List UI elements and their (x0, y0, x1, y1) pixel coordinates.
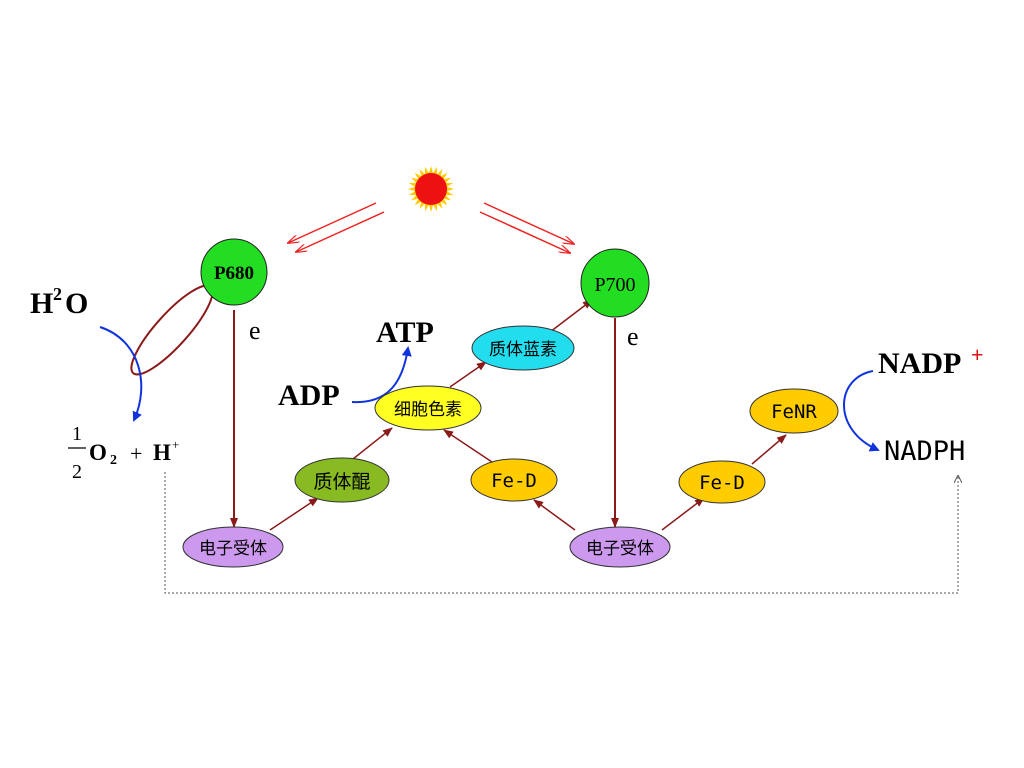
water-label: H 2 O (30, 284, 88, 320)
plastocyanin-node: 质体蓝素 (471, 325, 575, 371)
fenr-node: FeNR (749, 388, 839, 434)
oxygen-subscript: 2 (110, 453, 117, 468)
electron-acceptor-2-label: 电子受体 (586, 539, 654, 559)
nadp-text: NADP (878, 347, 961, 380)
light-arrows-right (479, 202, 574, 253)
ferredoxin-1-label: Fe-D (491, 470, 537, 492)
ferredoxin-node-2: Fe-D (678, 460, 766, 504)
proton-superscript: + (172, 437, 179, 452)
p680-label: P680 (214, 263, 254, 284)
electron-acceptor-1: 电子受体 (182, 526, 284, 568)
oxygen-o: O (89, 440, 107, 465)
light-arrows-left (288, 202, 385, 252)
cytochrome-node: 细胞色素 (374, 385, 482, 431)
nadp-reduction-arrow (843, 370, 880, 452)
plastoquinone-node: 质体醌 (294, 457, 390, 503)
half-denominator: 2 (72, 461, 82, 483)
plastoquinone-label: 质体醌 (313, 471, 370, 493)
adp-label: ADP (278, 379, 340, 412)
atp-label: ATP (376, 316, 434, 349)
fenr-label: FeNR (771, 401, 817, 423)
electron-acceptor-2: 电子受体 (569, 526, 671, 568)
oxygen-proton-label: 1 2 O 2 + H + (68, 423, 179, 483)
p700-node: P700 (580, 248, 650, 318)
nadp-label: NADP + (878, 342, 984, 380)
electron-label-2: e (627, 322, 639, 351)
p680-node: P680 (200, 238, 268, 306)
half-numerator: 1 (72, 423, 82, 445)
atp-synthesis-arrow (351, 346, 412, 404)
sun-icon (408, 166, 454, 212)
nadph-label: NADPH (884, 436, 965, 467)
nadp-superscript: + (971, 342, 984, 367)
ferredoxin-node-1: Fe-D (470, 458, 558, 502)
electron-label-1: e (249, 316, 261, 345)
water-superscript: 2 (53, 284, 62, 304)
water-o: O (65, 287, 88, 320)
ferredoxin-2-label: Fe-D (699, 472, 745, 494)
plus-sign: + (130, 441, 142, 466)
proton-h: H (153, 440, 171, 465)
cytochrome-label: 细胞色素 (394, 400, 462, 420)
water-oxidation-arrow (99, 326, 143, 422)
p700-label: P700 (594, 274, 635, 296)
water-h: H (30, 287, 53, 320)
electron-acceptor-1-label: 电子受体 (199, 539, 267, 559)
chain-arrows (269, 299, 787, 531)
plastocyanin-label: 质体蓝素 (489, 340, 557, 360)
return-path-dashed (164, 472, 958, 594)
